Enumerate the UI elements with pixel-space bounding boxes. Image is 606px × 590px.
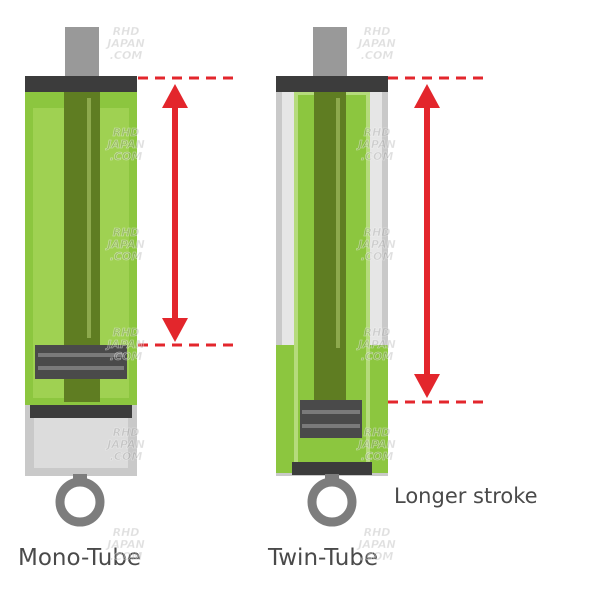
watermark-line: .COM	[360, 49, 394, 62]
mono-bottom-eye	[55, 477, 105, 527]
watermark-line: RHD	[112, 326, 140, 339]
twin-tube-label: Twin-Tube	[268, 545, 379, 571]
twin-inner-rod	[314, 92, 346, 410]
twin-bottom-eye	[307, 477, 357, 527]
watermark-line: JAPAN	[358, 238, 396, 251]
twin-reserve-oil-left	[276, 345, 296, 473]
mono-stroke-indicator	[138, 76, 238, 347]
watermark-line: .COM	[360, 150, 394, 163]
mono-body-lower	[34, 418, 128, 468]
watermark-line: .COM	[109, 150, 143, 163]
mono-arrow-head-up	[162, 84, 188, 108]
watermark-line: JAPAN	[107, 238, 145, 251]
watermark-line: JAPAN	[358, 138, 396, 151]
watermark-line: JAPAN	[107, 37, 145, 50]
twin-rod-top	[313, 27, 347, 79]
watermark-line: .COM	[109, 450, 143, 463]
watermark-line: RHD	[363, 126, 391, 139]
watermark-line: .COM	[360, 350, 394, 363]
watermark-line: .COM	[360, 450, 394, 463]
mono-floating-piston	[30, 405, 132, 418]
mono-rod-highlight	[87, 98, 91, 338]
watermark-line: JAPAN	[358, 338, 396, 351]
mono-tube-shock	[25, 27, 137, 527]
mono-rod-top	[65, 27, 99, 79]
twin-stroke-indicator	[388, 76, 488, 404]
watermark-line: RHD	[363, 25, 391, 38]
watermark-line: RHD	[363, 526, 391, 539]
mono-piston	[35, 345, 127, 379]
watermark-line: RHD	[112, 426, 140, 439]
mono-eye-neck	[73, 474, 87, 484]
twin-tube-shock	[276, 27, 388, 527]
watermark-line: .COM	[109, 250, 143, 263]
watermark-line: .COM	[360, 550, 394, 563]
twin-rod-highlight	[336, 98, 340, 348]
watermark-line: JAPAN	[107, 138, 145, 151]
watermark-line: JAPAN	[358, 438, 396, 451]
twin-arrow-head-up	[414, 84, 440, 108]
twin-reserve-oil-right	[368, 345, 388, 473]
watermark-line: .COM	[109, 550, 143, 563]
twin-bottom-cap	[292, 462, 372, 475]
mono-piston-band2	[38, 366, 124, 370]
mono-tube-label: Mono-Tube	[18, 545, 142, 571]
watermark-line: RHD	[112, 526, 140, 539]
watermark-line: RHD	[363, 226, 391, 239]
watermark-line: .COM	[109, 350, 143, 363]
watermark-line: RHD	[112, 226, 140, 239]
twin-piston-band	[302, 410, 360, 414]
twin-piston	[300, 400, 362, 438]
watermark-line: JAPAN	[107, 338, 145, 351]
watermark-line: JAPAN	[107, 438, 145, 451]
watermark-line: RHD	[363, 426, 391, 439]
mono-arrow-head-down	[162, 318, 188, 342]
mono-piston-band	[38, 353, 124, 357]
twin-arrow-head-down	[414, 374, 440, 398]
watermark-line: RHD	[112, 126, 140, 139]
watermark-line: JAPAN	[358, 538, 396, 551]
watermark-line: .COM	[109, 49, 143, 62]
watermark-line: .COM	[360, 250, 394, 263]
watermark-line: RHD	[112, 25, 140, 38]
twin-piston-band2	[302, 424, 360, 428]
longer-stroke-label: Longer stroke	[394, 484, 538, 508]
mono-top-cap	[25, 76, 137, 92]
watermark-line: JAPAN	[107, 538, 145, 551]
twin-eye-neck	[325, 474, 339, 484]
watermark-line: RHD	[363, 326, 391, 339]
twin-top-cap	[276, 76, 388, 92]
watermark-line: JAPAN	[358, 37, 396, 50]
